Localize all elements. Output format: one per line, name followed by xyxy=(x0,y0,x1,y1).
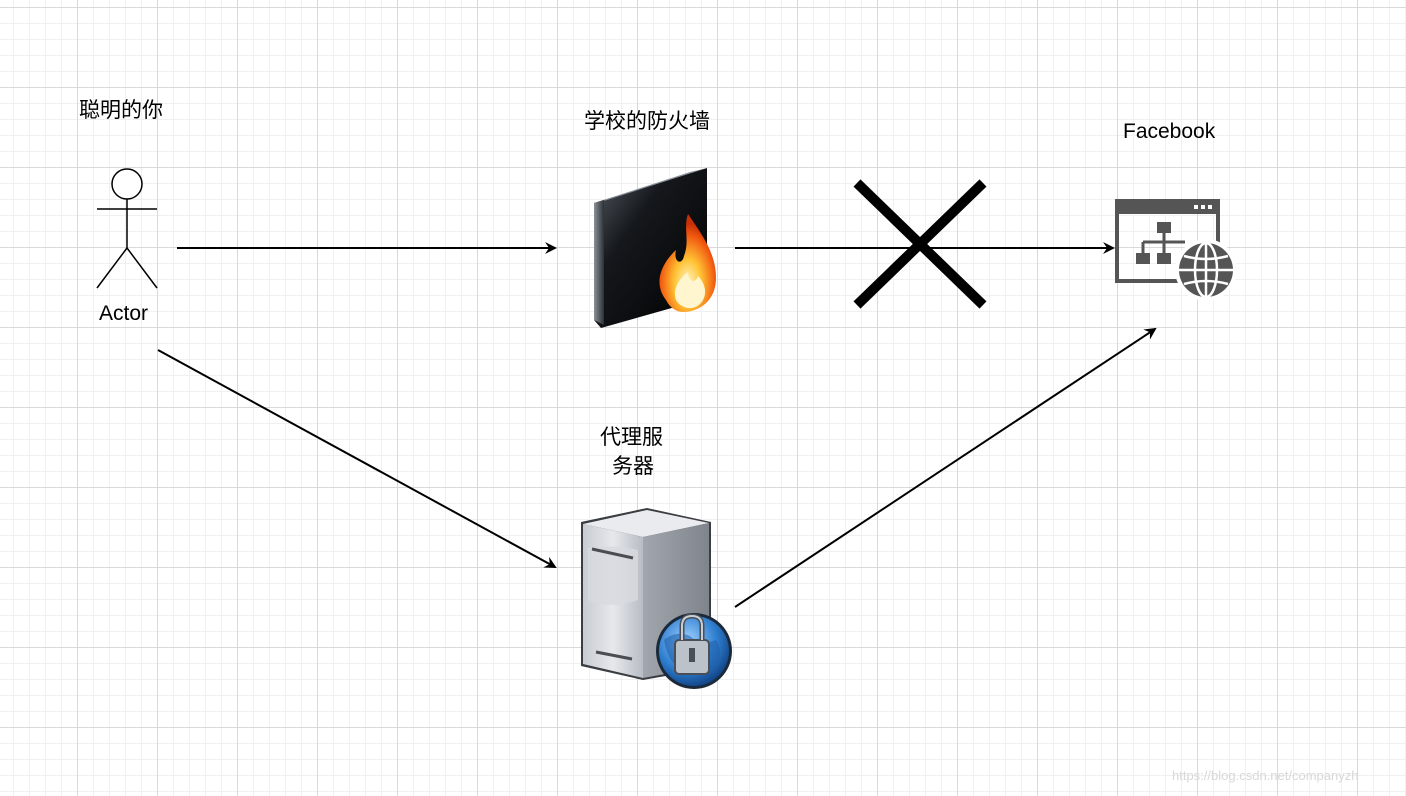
secure-server-icon[interactable] xyxy=(581,508,732,689)
watermark: https://blog.csdn.net/companyzh xyxy=(1172,768,1359,783)
user-subtitle: Actor xyxy=(99,302,149,325)
cross-mark-icon xyxy=(853,179,987,309)
proxy-title-line2: 务器 xyxy=(612,454,654,478)
stick-figure-icon[interactable] xyxy=(96,168,158,289)
website-sitemap-globe-icon[interactable] xyxy=(1115,199,1237,301)
firewall-title: 学校的防火墙 xyxy=(584,109,710,133)
edge-user-to-proxy xyxy=(157,349,557,568)
edge-proxy-to-facebook xyxy=(734,327,1157,608)
user-title: 聪明的你 xyxy=(79,98,163,122)
firewall-icon[interactable] xyxy=(594,168,716,328)
facebook-title: Facebook xyxy=(1123,120,1216,143)
proxy-title-line1: 代理服 xyxy=(600,425,663,449)
